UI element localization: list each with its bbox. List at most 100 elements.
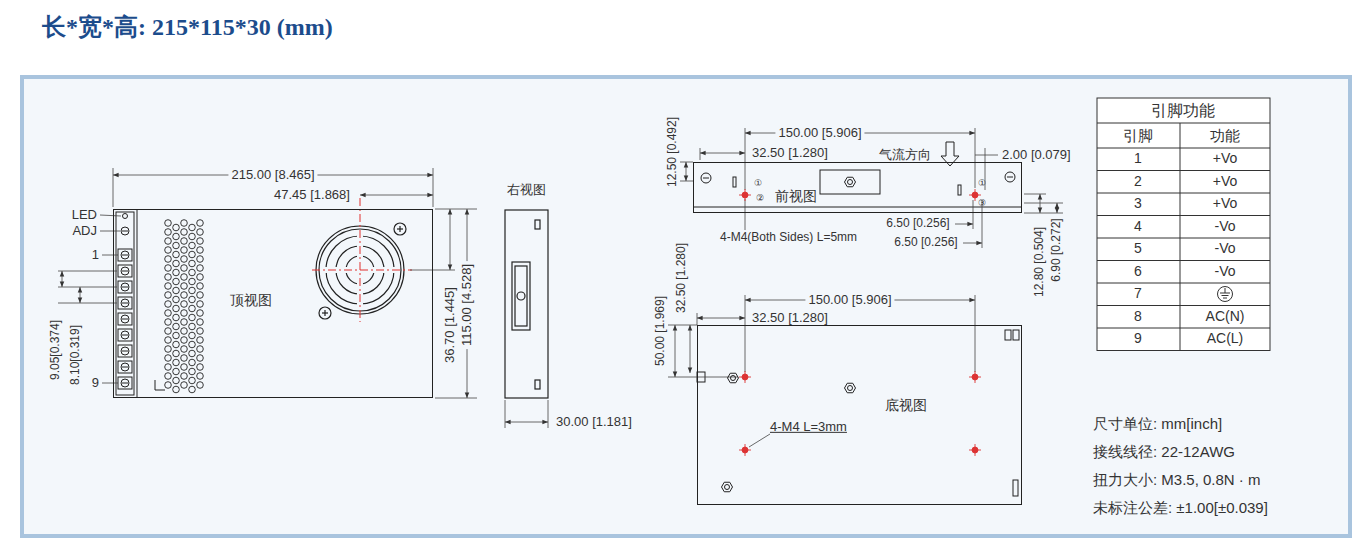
vent-hole [181, 283, 188, 290]
right-view [517, 292, 525, 300]
pin-name: 9 [92, 376, 99, 390]
dimension-line [435, 209, 477, 210]
vent-hole [181, 346, 188, 353]
terminal-screw [118, 377, 132, 389]
vent-hole [197, 373, 204, 380]
vent-hole [189, 278, 196, 285]
pin-name: 1 [92, 248, 99, 262]
terminal-screw [121, 347, 129, 355]
dimension-line [975, 128, 976, 188]
vent-hole [189, 359, 196, 366]
vent-hole [165, 292, 172, 299]
vent-hole [181, 382, 188, 389]
dimension-line [100, 231, 120, 232]
front-view [693, 142, 1022, 207]
vent-hole [181, 229, 188, 236]
view-outline: 顶视图 [113, 209, 433, 398]
note-text: 尺寸单位: mm[inch] [1093, 416, 1222, 433]
terminal-screw [118, 313, 132, 325]
dimension-label: 32.50 [1.280] [675, 243, 688, 313]
vent-hole [189, 305, 196, 312]
view-name: 底视图 [885, 398, 927, 413]
dimension-line [102, 383, 118, 384]
earth-symbol [1225, 288, 1226, 293]
table-cell: 2 [1134, 174, 1142, 189]
vent-hole [181, 310, 188, 317]
pin-table [1097, 98, 1270, 351]
vent-hole [165, 355, 172, 362]
dimension-label: 9.05[0.374] [49, 320, 62, 380]
fan-symbol [324, 310, 325, 316]
dimension-label: 32.50 [1.280] [752, 311, 828, 325]
pin-table [1097, 123, 1270, 124]
table-cell: 5 [1134, 242, 1142, 257]
table-cell: -Vo [1214, 264, 1235, 279]
vent-hole [189, 251, 196, 258]
vent-hole [197, 256, 204, 263]
vent-hole [181, 247, 188, 254]
front-view [958, 185, 961, 195]
vent-hole [181, 328, 188, 335]
dimension-line [505, 400, 548, 428]
view-name: 顶视图 [230, 293, 272, 308]
dimension-line [745, 128, 746, 190]
dimension-line [680, 181, 693, 182]
mounting-hole [975, 189, 976, 201]
vent-hole [189, 377, 196, 384]
vent-hole [165, 274, 172, 281]
terminal-screw [122, 255, 128, 256]
dimension-line [360, 195, 433, 196]
vent-hole [173, 368, 180, 375]
vent-hole [173, 323, 180, 330]
dimension-line [668, 295, 975, 447]
vent-hole [173, 386, 180, 393]
table-cell: +Vo [1213, 152, 1238, 167]
front-view [703, 178, 709, 179]
vent-hole [197, 220, 204, 227]
terminal-screw [118, 281, 132, 293]
top-view [116, 209, 165, 398]
right-view [535, 220, 540, 229]
vent-hole [181, 274, 188, 281]
vent-hole [165, 319, 172, 326]
vent-hole [197, 265, 204, 272]
mounting-hole [745, 371, 746, 383]
terminal-screw [121, 283, 129, 291]
dimension-line [505, 422, 548, 423]
dimension-line [955, 224, 973, 225]
vent-hole [165, 310, 172, 317]
vent-hole [173, 260, 180, 267]
front-view [701, 173, 711, 183]
terminal-screw [118, 265, 132, 277]
dimension-line [975, 155, 998, 156]
vent-hole [165, 220, 172, 227]
vent-hole [165, 256, 172, 263]
vent-hole [181, 373, 188, 380]
vent-hole [181, 292, 188, 299]
vent-hole [181, 256, 188, 263]
pin-name: ADJ [72, 224, 97, 238]
vent-hole [197, 229, 204, 236]
vent-hole [181, 319, 188, 326]
table-cell: 6 [1134, 264, 1142, 279]
mounting-hole [739, 189, 981, 456]
page-title: 长*宽*高: 215*115*30 (mm) [42, 14, 333, 40]
vent-hole [189, 341, 196, 348]
vent-hole [173, 341, 180, 348]
hole-callout: 4-M4 L=3mm [770, 420, 847, 434]
top-view [137, 209, 138, 398]
mounting-hole [975, 444, 976, 456]
mounting-hole [745, 189, 746, 201]
vent-hole [189, 323, 196, 330]
hex-nut [731, 376, 736, 381]
top-view [121, 227, 129, 235]
dimension-line [100, 215, 121, 216]
vent-hole [165, 247, 172, 254]
table-cell: 功能 [1210, 128, 1240, 145]
terminal-screw [121, 251, 129, 259]
dimension-line [433, 168, 434, 207]
callout-number: ③ [978, 199, 986, 209]
dimension-line [745, 295, 746, 372]
table-cell: 4 [1134, 219, 1142, 234]
